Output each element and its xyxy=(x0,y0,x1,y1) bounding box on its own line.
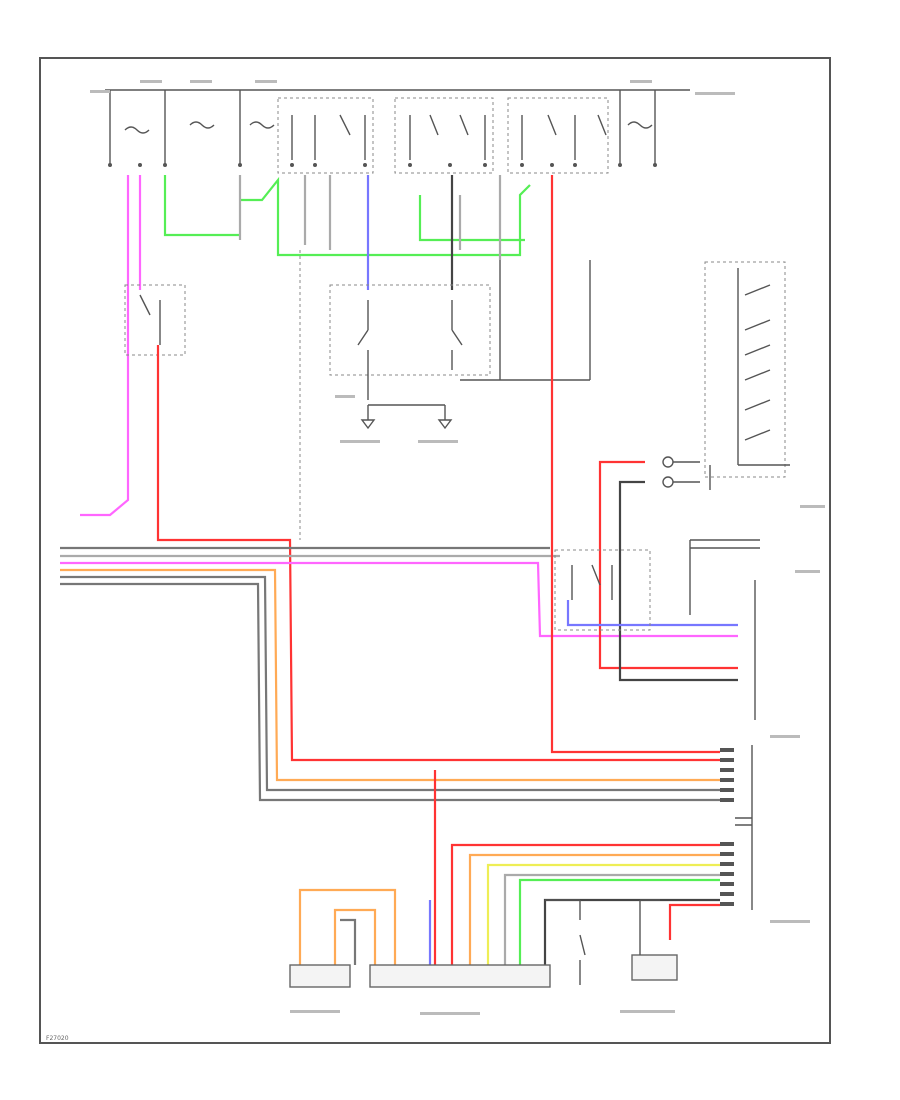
orange-loop-inner xyxy=(333,908,377,965)
mid-right-relay xyxy=(554,539,760,631)
ecu-connector-right xyxy=(720,580,756,910)
pink-wire-left xyxy=(80,175,130,517)
red-wire-main xyxy=(156,345,720,762)
red-wire-sensor xyxy=(668,903,720,940)
red-wire-right xyxy=(550,175,720,754)
center-component xyxy=(369,964,551,988)
harness-line-pink xyxy=(60,561,738,638)
gray-wire-top xyxy=(238,175,502,260)
gray-wire-bottom xyxy=(503,873,720,965)
black-wire-mid-right xyxy=(618,480,738,682)
orange-loop-outer xyxy=(298,888,397,965)
connector-pair xyxy=(662,456,700,488)
yellow-wire-bottom xyxy=(486,863,720,965)
diagram-border xyxy=(39,57,831,1044)
harness-line-3 xyxy=(60,575,720,792)
sensor-component xyxy=(631,954,678,981)
label-marks xyxy=(90,80,825,1015)
gray-wire-bottom-left xyxy=(340,918,357,965)
left-switch xyxy=(124,284,186,356)
red-wire-mid-right xyxy=(598,460,738,670)
top-relay-section xyxy=(105,89,690,174)
corner-label: F27020 xyxy=(46,1035,69,1042)
harness-line-4 xyxy=(60,582,720,802)
orange-wire-bottom xyxy=(468,853,720,965)
green-wire-bottom xyxy=(518,878,720,965)
harness-line-orange xyxy=(60,568,720,782)
mid-switch-block xyxy=(329,260,591,430)
bottom-switch xyxy=(545,899,586,985)
blue-wire-right xyxy=(566,600,738,627)
left-component xyxy=(289,964,351,988)
right-switch-column xyxy=(704,261,790,490)
green-wire-top xyxy=(163,175,531,257)
red-wire-bottom xyxy=(450,843,720,965)
